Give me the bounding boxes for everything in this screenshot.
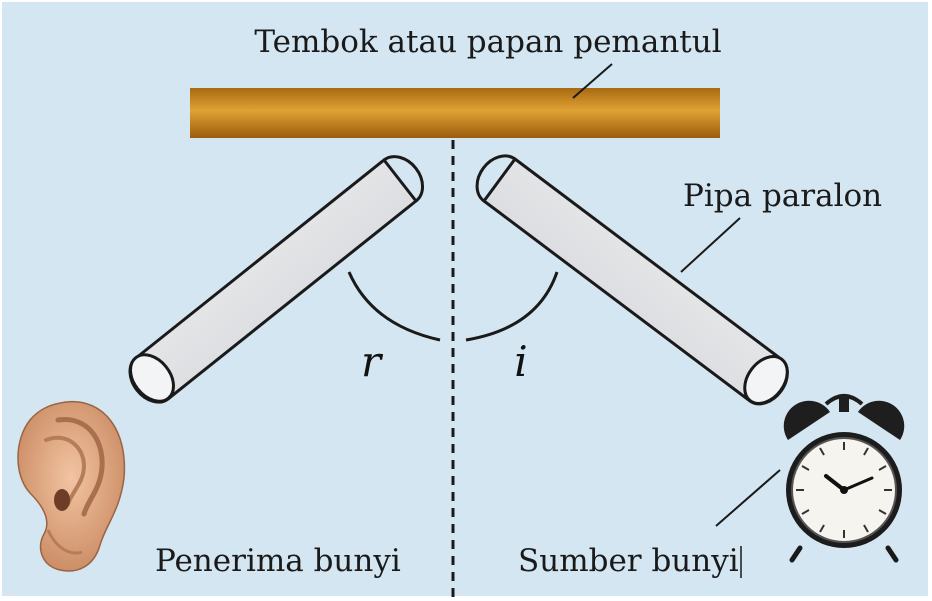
reflection-angle-arc [347,271,441,342]
receiver-label: Penerima bunyi [155,543,401,579]
source-leader-line [715,469,781,527]
wall-leader-line [572,63,613,99]
incidence-angle-label: i [514,337,527,386]
pipe-label: Pipa paralon [683,178,882,214]
alarm-clock-icon [783,394,905,563]
source-label: Sumber bunyi [518,543,739,579]
left-pipe [128,155,425,404]
pipe-leader-line [680,217,741,273]
wall-label: Tembok atau papan pemantul [254,24,721,60]
reflecting-wall [190,88,720,138]
ear-icon [17,401,126,572]
reflection-angle-label: r [361,337,384,386]
incidence-angle-arc [465,271,559,342]
right-pipe [475,154,789,406]
